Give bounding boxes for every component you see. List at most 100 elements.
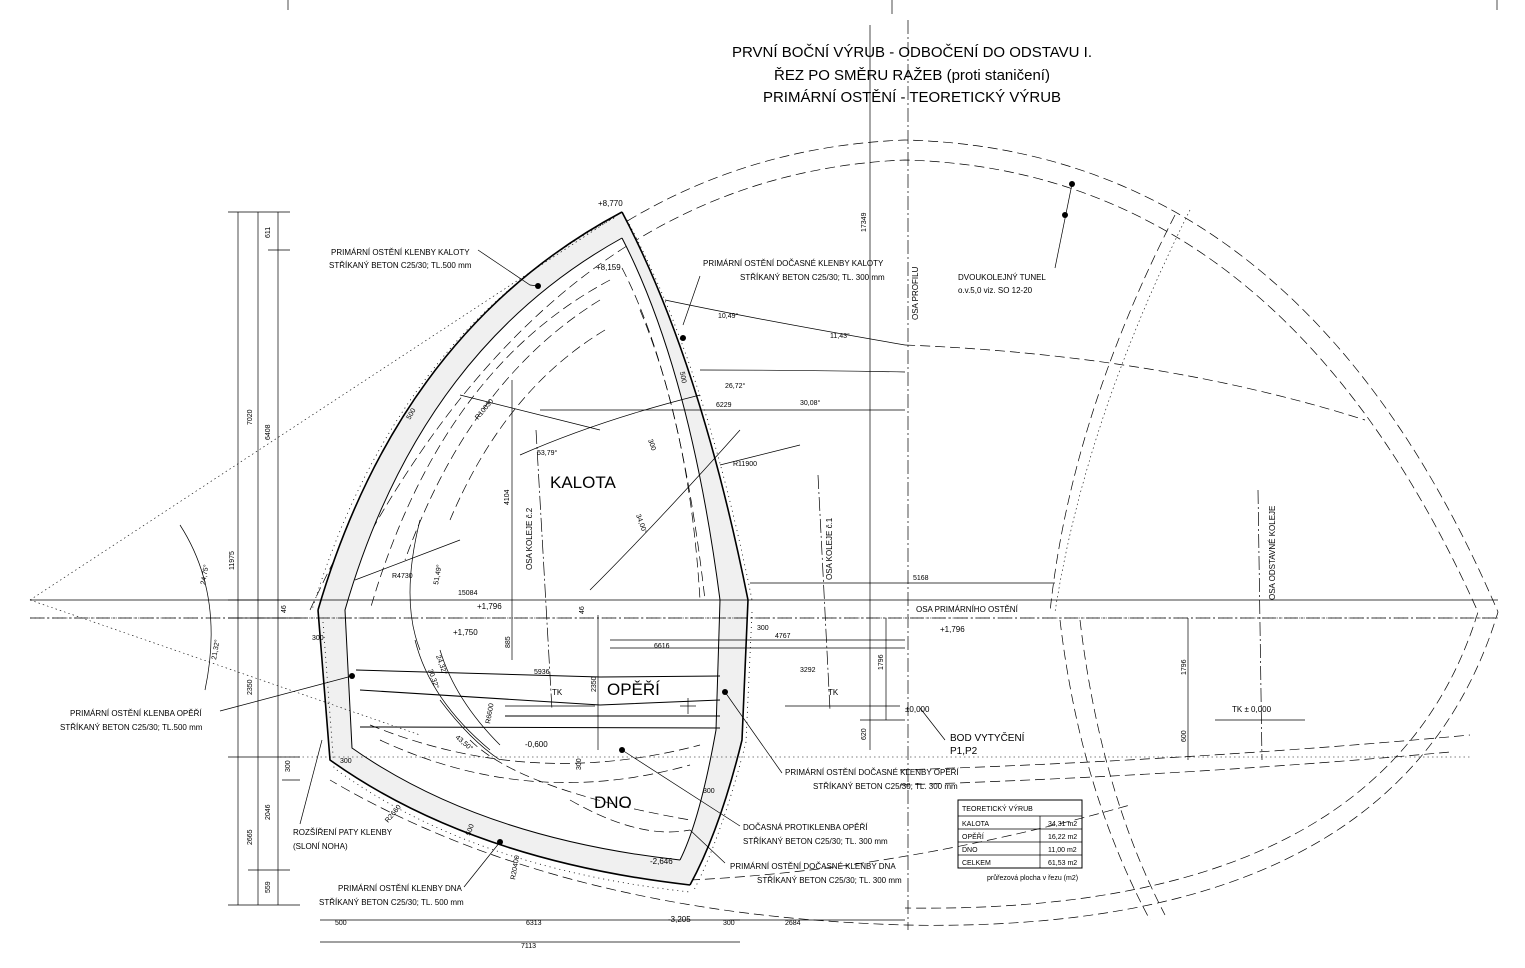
dim-6408: 6408: [265, 424, 272, 440]
area-table-row-4-label: CELKEM: [962, 860, 991, 867]
dim-300b: 300: [312, 635, 324, 642]
area-table-row-3-value: 11,00 m2: [1048, 847, 1077, 854]
dim-6616: 6616: [654, 643, 670, 650]
callout-klenba-operi-2: STŘÍKANÝ BETON C25/30; TL.500 mm: [60, 723, 203, 732]
dim-620: 620: [861, 728, 868, 740]
angle-30-32: 30,32°: [426, 668, 441, 690]
zone-label-dno: DNO: [594, 793, 632, 812]
dim-7113: 7113: [521, 943, 536, 950]
dim-885: 885: [505, 636, 512, 648]
dim-2684: 2684: [785, 920, 801, 927]
level-minus-600: -0,600: [525, 740, 548, 749]
elevation-levels: +8,770 +8,159 +1,796 +1,796 +1,750 ±0,00…: [453, 199, 1272, 924]
dim-3292: 3292: [800, 667, 816, 674]
callout-docasne-dna-2: STŘÍKANÝ BETON C25/30; TL. 300 mm: [757, 876, 902, 885]
title-line-2: ŘEZ PO SMĚRU RAŽEB (proti staničení): [774, 67, 1050, 84]
angle-arcs: [179, 299, 906, 761]
zone-label-kalota: KALOTA: [550, 473, 616, 492]
sheet-border-ticks: [287, 0, 1498, 14]
radius-r4730: R4730: [392, 573, 413, 580]
dim-500-bottom: 500: [335, 920, 347, 927]
dim-46b: 46: [579, 606, 586, 614]
dim-600: 600: [1181, 730, 1188, 742]
dim-4104: 4104: [504, 489, 511, 505]
dim-300c: 300: [340, 758, 352, 765]
callout-labels: PRIMÁRNÍ OSTĚNÍ KLENBY KALOTY STŘÍKANÝ B…: [60, 248, 1046, 907]
callout-dvoukolejny-1: DVOUKOLEJNÝ TUNEL: [958, 273, 1046, 282]
angle-53-79: 53,79°: [537, 449, 558, 457]
dim-300-bottom: 300: [723, 920, 735, 927]
drawing-title: PRVNÍ BOČNÍ VÝRUB - ODBOČENÍ DO ODSTAVU …: [732, 44, 1092, 106]
zone-label-operi: OPĚŘÍ: [607, 680, 660, 699]
angle-21-32: 21,32°: [210, 639, 221, 661]
radius-r6600: R6600: [485, 703, 495, 725]
axis-label-osa-koleje-1: OSA KOLEJE č.1: [825, 517, 834, 580]
area-table-caption: průřezová plocha v řezu (m2): [987, 874, 1078, 882]
radius-r20400: R20400: [510, 855, 521, 880]
dim-4767: 4767: [775, 633, 791, 640]
axis-label-osa-primarniho: OSA PRIMÁRNÍHO OSTĚNÍ: [916, 605, 1019, 614]
area-table-row-1-value: 34,31 m2: [1048, 821, 1077, 828]
dim-300d: 300: [757, 625, 769, 632]
angle-51-49: 51,49°: [432, 564, 443, 586]
callout-protiklenba-2: STŘÍKANÝ BETON C25/30; TL. 300 mm: [743, 837, 888, 846]
dim-500-right: 500: [678, 371, 687, 384]
dim-15084: 15084: [458, 590, 478, 597]
level-right-axis: +1,796: [940, 625, 965, 634]
callout-klenba-kaloty-1: PRIMÁRNÍ OSTĚNÍ KLENBY KALOTY: [331, 248, 470, 257]
area-table: TEORETICKÝ VÝRUB KALOTA 34,31 m2 OPĚŘÍ 1…: [957, 799, 1083, 882]
level-tk-right: TK: [828, 688, 839, 697]
level-left-axis: +1,796: [477, 602, 502, 611]
dim-559: 559: [265, 881, 272, 893]
double-track-tunnel-outline: [309, 139, 1499, 926]
dim-1796b: 1796: [1181, 659, 1188, 675]
level-left-1750: +1,750: [453, 628, 478, 637]
dim-500-kalota: 500: [406, 407, 418, 421]
angle-10-49: 10,49°: [718, 312, 739, 320]
left-dimension-chains: [29, 211, 623, 906]
dim-6313: 6313: [526, 920, 542, 927]
dim-300-kalota: 300: [646, 438, 657, 451]
callout-docasne-dna-1: PRIMÁRNÍ OSTĚNÍ DOČASNÉ KLENBY DNA: [730, 862, 896, 871]
callout-klenba-kaloty-2: STŘÍKANÝ BETON C25/30; TL.500 mm: [329, 261, 472, 270]
area-table-row-2-value: 16,22 m2: [1048, 834, 1077, 841]
level-top: +8,770: [598, 199, 623, 208]
dim-2046: 2046: [265, 804, 272, 820]
dim-2350: 2350: [247, 679, 254, 695]
level-minus-3205: -3,205: [668, 915, 691, 924]
callout-docasne-operi-2: STŘÍKANÝ BETON C25/30; TL. 300 mm: [813, 782, 958, 791]
dim-2665: 2665: [247, 829, 254, 845]
dimension-values: 611 7020 6408 11975 46 2350 300 2046 266…: [229, 212, 1188, 950]
angle-30-08: 30,08°: [800, 399, 821, 407]
area-table-row-3-label: DNO: [962, 847, 978, 854]
dim-11975: 11975: [229, 551, 236, 570]
dim-300e: 300: [576, 758, 583, 770]
callout-klenby-dna-2: STŘÍKANÝ BETON C25/30; TL. 500 mm: [319, 898, 464, 907]
angle-24-75: 24,75°: [199, 564, 210, 586]
primary-lining-outer-shell: [311, 211, 753, 893]
horizontal-axes: [30, 409, 1498, 943]
area-table-row-2-label: OPĚŘÍ: [962, 832, 984, 841]
area-table-row-1-label: KALOTA: [962, 821, 989, 828]
axis-labels: OSA PROFILU OSA KOLEJE č.2 OSA KOLEJE č.…: [525, 266, 1277, 614]
dim-500-dno: 500: [465, 823, 476, 836]
angle-11-43: 11,43°: [830, 332, 850, 340]
dim-5936: 5936: [534, 669, 550, 676]
dim-300-operi: 300: [703, 788, 715, 795]
dim-1796: 1796: [878, 654, 885, 670]
dim-7020: 7020: [247, 409, 254, 425]
axis-label-osa-odstavne: OSA ODSTAVNÉ KOLEJE: [1268, 506, 1277, 600]
level-zero: ±0,000: [905, 705, 930, 714]
title-line-1: PRVNÍ BOČNÍ VÝRUB - ODBOČENÍ DO ODSTAVU …: [732, 44, 1092, 61]
axis-label-osa-koleje-2: OSA KOLEJE č.2: [525, 507, 534, 570]
dim-17349: 17349: [861, 212, 868, 232]
angle-26-72: 26,72°: [725, 382, 746, 390]
level-tk-left: TK: [552, 688, 563, 697]
title-line-3: PRIMÁRNÍ OSTĚNÍ - TEORETICKÝ VÝRUB: [763, 89, 1061, 106]
radius-r2660: R2660: [384, 804, 403, 824]
callout-bod-vytyceni-2: P1,P2: [950, 746, 978, 757]
axis-label-osa-profilu: OSA PROFILU: [911, 266, 920, 320]
point-markers: [349, 181, 1075, 845]
vertical-axes: [511, 20, 1263, 930]
